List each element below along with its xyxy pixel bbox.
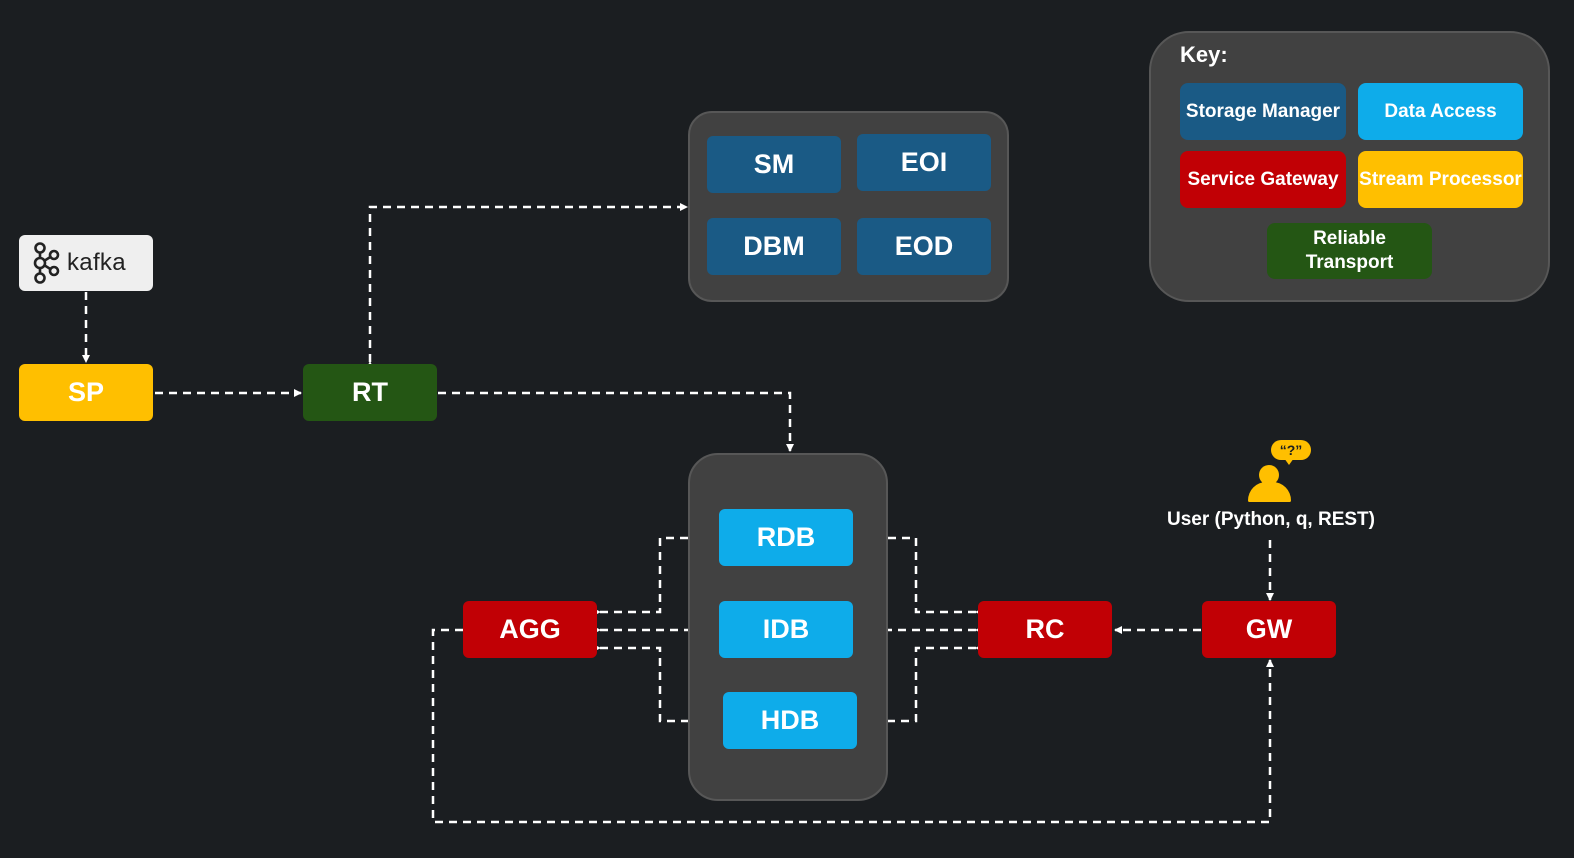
agg-rdb-link: [593, 534, 719, 616]
user-icon-body: [1248, 482, 1291, 502]
kafka-source: kafka: [19, 235, 153, 291]
rt-to-access-group-arrow: [438, 391, 794, 452]
sm-node: SM: [707, 136, 841, 193]
question-bubble: “?”: [1271, 440, 1311, 460]
hdb-node: HDB: [723, 692, 857, 749]
sp-node: SP: [19, 364, 153, 421]
rdb-node: RDB: [719, 509, 853, 566]
agg-to-gw-loop: [431, 628, 1274, 824]
idb-node: IDB: [719, 601, 853, 658]
rt-node: RT: [303, 364, 437, 421]
user-icon-head: [1259, 465, 1279, 485]
rt-to-storage-group-arrow: [366, 203, 688, 369]
key-storage-manager: Storage Manager: [1180, 83, 1346, 140]
key-data-access: Data Access: [1358, 83, 1523, 140]
key-reliable-transport: Reliable Transport: [1267, 223, 1432, 279]
agg-node: AGG: [463, 601, 597, 658]
kafka-logo-icon: [33, 242, 60, 284]
key-service-gateway: Service Gateway: [1180, 151, 1346, 208]
gw-node: GW: [1202, 601, 1336, 658]
key-title: Key:: [1180, 42, 1228, 67]
user-label: User (Python, q, REST): [1167, 509, 1375, 530]
key-stream-processor: Stream Processor: [1358, 151, 1523, 208]
eoi-node: EOI: [857, 134, 991, 191]
kafka-label: kafka: [67, 249, 126, 276]
question-bubble-tail: [1284, 458, 1294, 465]
eod-node: EOD: [857, 218, 991, 275]
dbm-node: DBM: [707, 218, 841, 275]
agg-hdb-link: [593, 644, 723, 725]
rc-node: RC: [978, 601, 1112, 658]
rc-rdb-link: [855, 534, 983, 616]
